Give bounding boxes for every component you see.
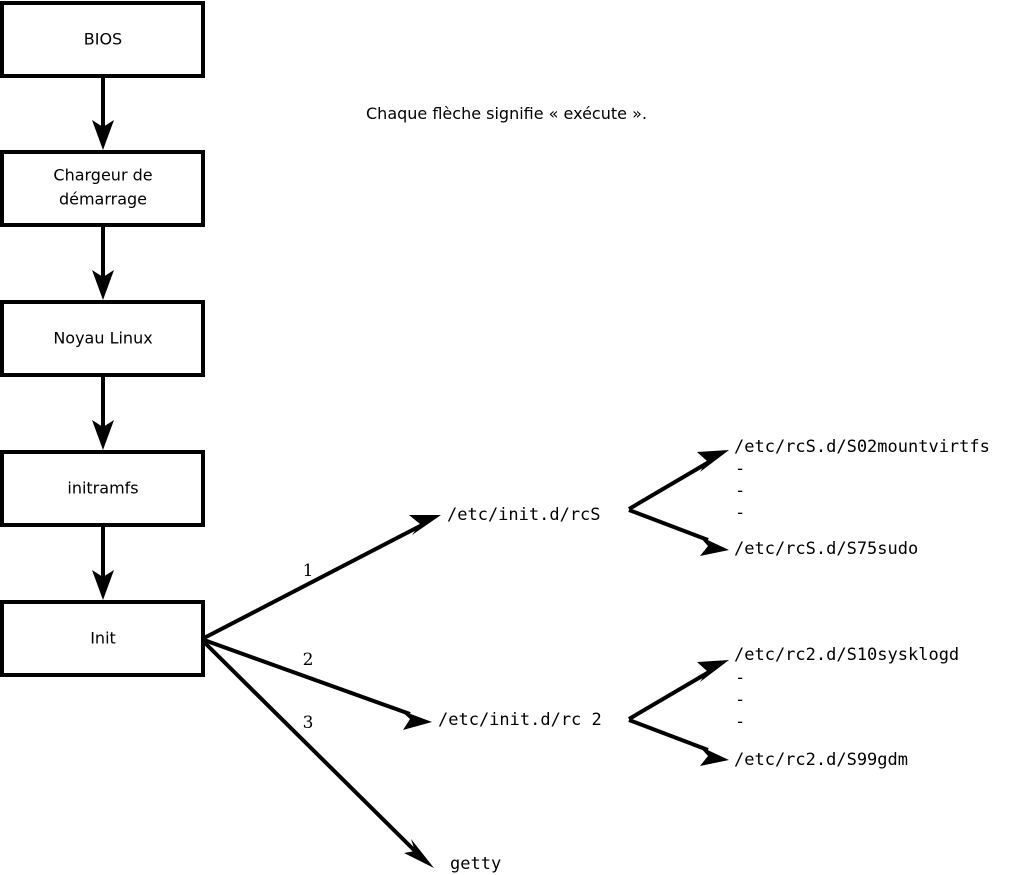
node-bootloader-label-line2: démarrage [59,190,147,209]
arrow-rc2-to-first-script [627,660,729,721]
arrow-init-to-rcs: 1 [203,515,441,640]
arrowhead-initramfs-to-init [92,570,114,600]
rcs-ellipsis-dash-3: - [735,503,745,523]
arrowhead-init-to-rcs [409,515,441,535]
node-kernel: Noyau Linux [0,300,205,377]
arrow-rcs-to-last-script [628,508,729,556]
label-rcs-first-script: /etc/rcS.d/S02mountvirtfs [734,437,990,457]
arrow-bootloader-to-kernel [92,225,114,300]
node-initramfs: initramfs [0,450,205,527]
edge-number-1: 1 [303,561,314,581]
arrowhead-rcs-to-last-script [699,536,729,556]
node-bootloader: Chargeur de démarrage [0,150,205,227]
node-bios: BIOS [0,1,205,78]
node-bios-box [0,1,205,78]
rc2-ellipsis-dash-2: - [735,690,745,710]
node-init-box [0,600,205,677]
rcs-ellipsis-dash-2: - [735,481,745,501]
rc2-ellipsis-dash-1: - [735,668,745,688]
arrowhead-bios-to-bootloader [92,120,114,150]
label-rcs-last-script: /etc/rcS.d/S75sudo [734,539,918,559]
arrowhead-kernel-to-initramfs [92,420,114,450]
edge-number-3: 3 [303,713,314,733]
arrowhead-rc2-to-last-script [699,746,729,766]
arrow-initramfs-to-init [92,525,114,600]
node-initramfs-box [0,450,205,527]
node-kernel-label: Noyau Linux [53,329,152,348]
label-rc2-first-script: /etc/rc2.d/S10sysklogd [734,645,959,665]
edge-number-2: 2 [303,650,314,670]
node-bios-label: BIOS [84,30,122,49]
arrow-bios-to-bootloader [92,76,114,150]
arrow-init-to-rc2: 2 [203,638,432,730]
label-getty: getty [450,854,501,874]
arrow-kernel-to-initramfs [92,375,114,450]
node-bootloader-label-line1: Chargeur de [53,166,152,185]
node-initramfs-label: initramfs [67,479,138,498]
arrow-init-to-getty: 3 [202,640,434,868]
arrowhead-init-to-rc2 [400,710,432,730]
rc2-ellipsis-dash-3: - [735,712,745,732]
arrowhead-rcs-to-first-script [697,450,729,472]
arrow-rcs-to-first-script [627,450,729,511]
node-init: Init [0,600,205,677]
diagram-caption: Chaque flèche signifie « exécute ». [366,104,647,123]
label-etc-initd-rc2: /etc/init.d/rc 2 [438,710,602,730]
arrow-rc2-to-last-script [628,718,729,766]
arrowhead-bootloader-to-kernel [92,270,114,300]
label-rc2-last-script: /etc/rc2.d/S99gdm [734,750,908,770]
node-init-label: Init [90,629,116,648]
arrowhead-rc2-to-first-script [697,660,729,682]
arrowhead-init-to-getty [404,839,434,868]
label-etc-initd-rcs: /etc/init.d/rcS [447,505,601,525]
node-bootloader-box [0,150,205,227]
rcs-ellipsis-dash-1: - [735,459,745,479]
